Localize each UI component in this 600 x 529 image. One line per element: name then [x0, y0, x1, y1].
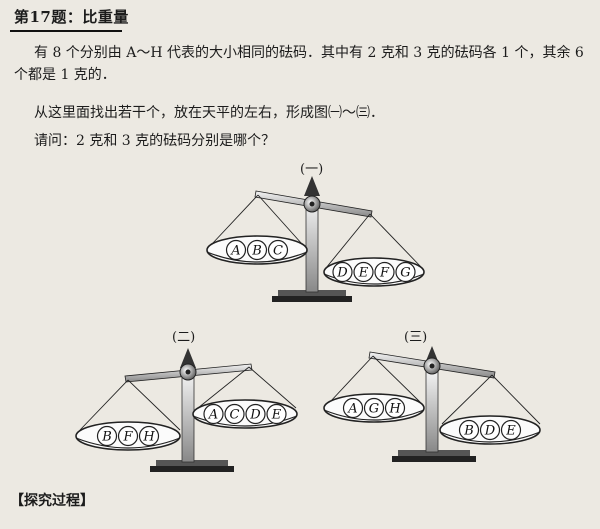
- weight-f: [374, 261, 395, 283]
- problem-question: 请问：2 克和 3 克的砝码分别是哪个？: [34, 133, 276, 149]
- balance-figure-1: [206, 176, 425, 302]
- weight-label-e: E: [505, 424, 516, 439]
- weight-label-b: B: [463, 424, 474, 439]
- weight-label-a: A: [347, 402, 357, 417]
- weight-label-d: D: [484, 424, 496, 439]
- problem-line-3: 从这里面找出若干个，放在天平的左右，形成图㈠～㈢．: [34, 105, 384, 121]
- weight-label-g: G: [369, 402, 379, 417]
- weight-h: [384, 397, 406, 419]
- weight-a: [342, 397, 364, 419]
- weight-label-e: E: [271, 408, 282, 423]
- weight-label-b: B: [101, 430, 112, 445]
- weight-label-a: A: [208, 408, 218, 423]
- weight-e: [353, 261, 374, 283]
- weight-label-h: H: [142, 430, 155, 445]
- problem-line-2: 个都是 1 克的．: [14, 67, 116, 83]
- weight-d: [332, 261, 353, 283]
- weight-b: [96, 425, 118, 447]
- weight-label-h: H: [388, 402, 401, 417]
- weight-label-a: A: [230, 244, 240, 259]
- weight-e: [266, 403, 287, 425]
- weight-b: [458, 419, 480, 441]
- weight-a: [225, 239, 247, 261]
- weight-label-f: F: [379, 266, 390, 281]
- title-underline: [10, 30, 122, 32]
- weight-d: [245, 403, 266, 425]
- problem-line-1: 有 8 个分别由 A～H 代表的大小相同的砝码．其中有 2 克和 3 克的砝码各…: [34, 45, 584, 61]
- weight-a: [203, 403, 224, 425]
- section-heading: 【探究过程】: [10, 493, 94, 509]
- weight-f: [117, 425, 139, 447]
- weight-label-c: C: [230, 408, 240, 423]
- weight-label-c: C: [273, 244, 283, 259]
- weight-d: [479, 419, 501, 441]
- weight-g: [395, 261, 416, 283]
- weight-label-e: E: [358, 266, 369, 281]
- problem-title: 第17题：比重量: [14, 8, 129, 26]
- figure-2-caption: (二): [172, 330, 196, 345]
- weight-label-b: B: [251, 244, 262, 259]
- weight-b: [246, 239, 268, 261]
- weight-c: [224, 403, 245, 425]
- figure-3-caption: (三): [404, 330, 428, 345]
- figure-1-caption: (一): [300, 162, 324, 177]
- weight-e: [500, 419, 522, 441]
- weight-h: [138, 425, 160, 447]
- weight-c: [267, 239, 289, 261]
- weight-label-d: D: [336, 266, 348, 281]
- weight-label-d: D: [249, 408, 261, 423]
- weight-g: [363, 397, 385, 419]
- weight-label-f: F: [122, 430, 133, 445]
- weight-label-g: G: [400, 266, 410, 281]
